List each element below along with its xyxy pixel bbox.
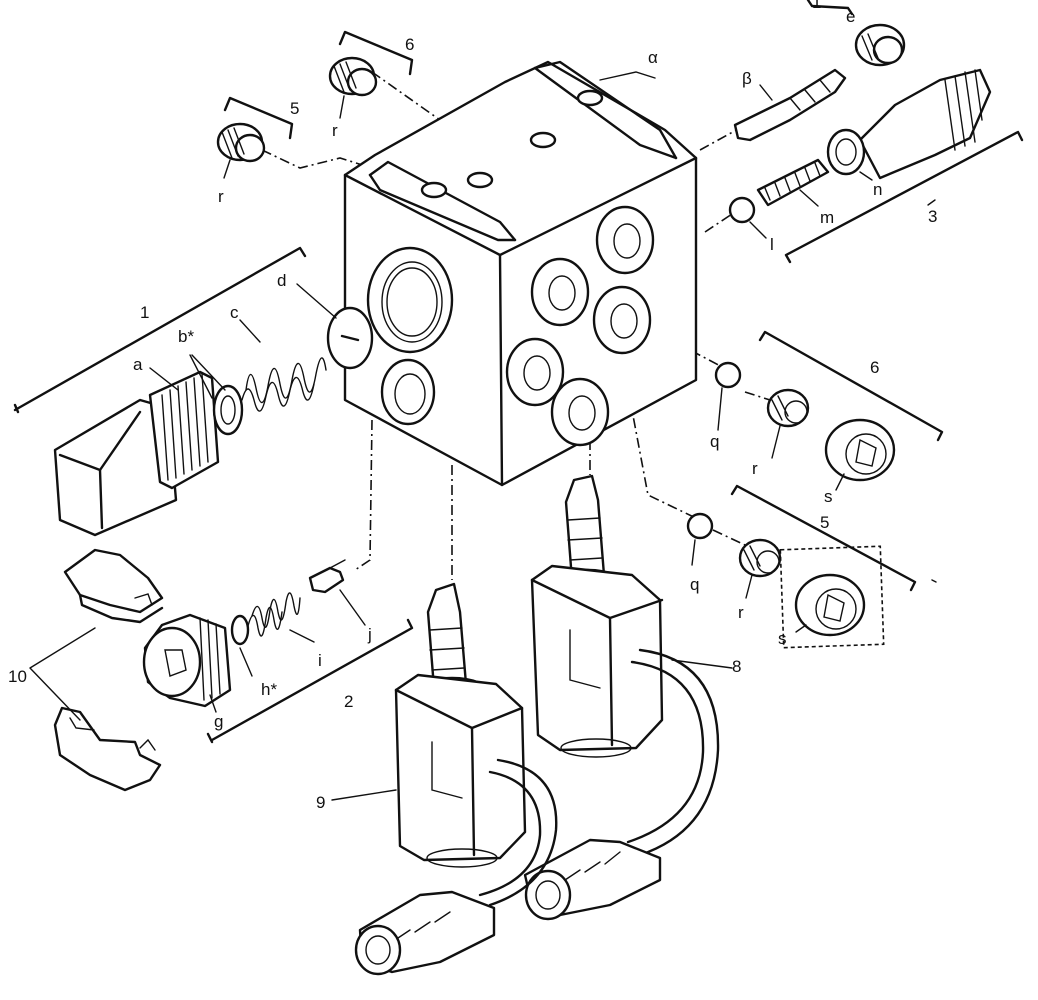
label-c: c [230,303,239,322]
label-1: 1 [140,303,149,322]
label-d: d [277,271,286,290]
clip-leader [29,627,96,721]
clip-part-top [63,548,164,624]
label-8: 8 [732,657,741,676]
label-r-group-6: r [752,459,758,478]
label-2: 2 [344,692,353,711]
label-alpha: α [648,48,658,67]
plug-r-top-center [328,30,414,119]
label-5-right: 5 [820,513,829,532]
label-s-group-5: s [778,629,787,648]
label-9: 9 [316,793,325,812]
label-m: m [820,208,834,227]
label-6-right: 6 [870,358,879,377]
label-n: n [873,180,882,199]
relief-valve-assembly [13,246,374,537]
label-6-top: 6 [405,35,414,54]
label-l: l [770,235,774,254]
label-r-top-center: r [332,121,338,140]
label-b: b* [178,327,194,346]
plug-group-5 [686,484,937,649]
flow-control-assembly [142,559,414,744]
assembly-center-lines [261,71,771,580]
solenoid-9 [331,582,558,976]
label-g: g [214,712,223,731]
valve-block [343,60,698,487]
clip-part-bottom [53,706,162,792]
label-1-top: 1 [812,0,821,12]
label-h: h* [261,680,277,699]
label-e: e [846,7,855,26]
label-5-top: 5 [290,99,299,118]
plug-r-top-left [216,96,294,179]
label-q-lower: q [690,575,699,594]
label-3: 3 [928,207,937,226]
label-q-upper: q [710,432,719,451]
label-a: a [133,355,143,374]
label-r-group-5: r [738,603,744,622]
solenoid-8 [523,474,733,921]
label-10: 10 [8,667,27,686]
label-j: j [367,625,372,644]
label-beta: β [742,69,752,88]
plug-group-6 [714,330,944,491]
label-s-group-6: s [824,487,833,506]
callout-labels: 1 1 2 3 5 5 6 6 8 9 10 a b* c d e g h* i… [8,0,937,812]
label-i: i [318,651,322,670]
label-r-top-left: r [218,187,224,206]
check-valve-assembly [599,0,1024,264]
